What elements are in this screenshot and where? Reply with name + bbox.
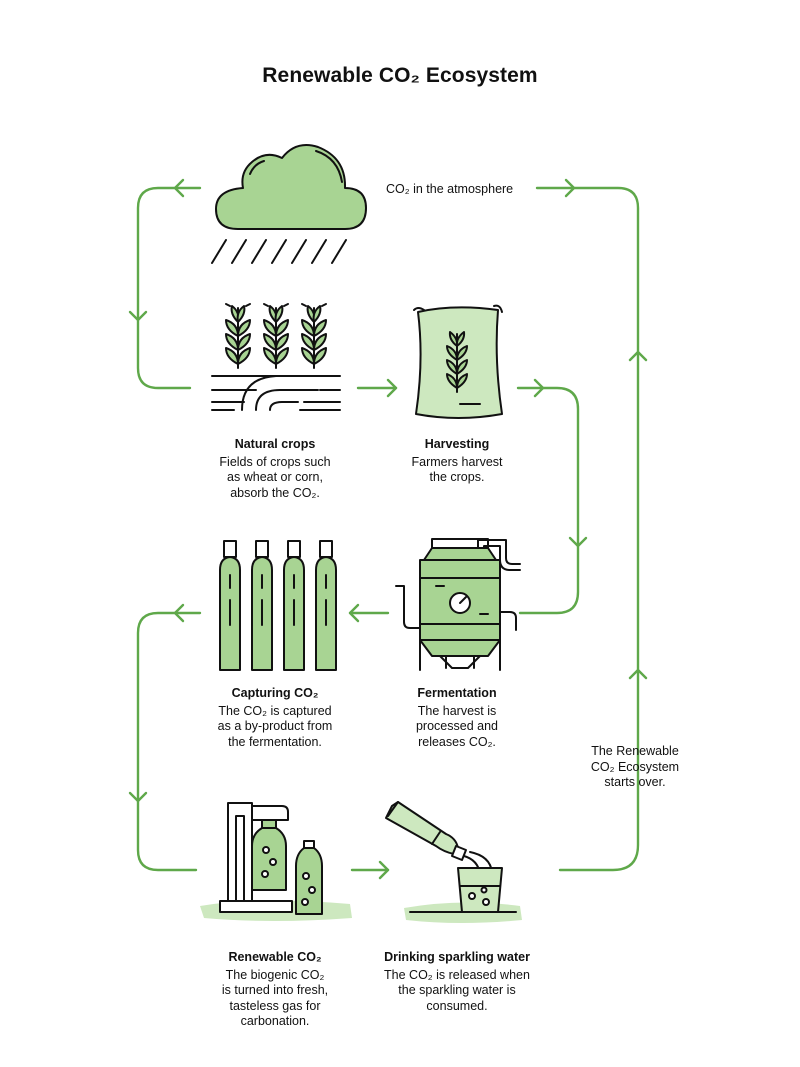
step-renewable: Renewable CO₂ The biogenic CO₂ is turned… — [195, 950, 355, 1030]
loop-chevron-up-1 — [628, 350, 648, 362]
grain-sack-icon — [413, 304, 503, 419]
loop-note: The Renewable CO₂ Ecosystem starts over. — [560, 744, 710, 791]
step-line: the crops. — [429, 470, 485, 484]
step-heading: Drinking sparkling water — [384, 950, 530, 964]
step-fermentation: Fermentation The harvest is processed an… — [377, 686, 537, 750]
step-line: as wheat or corn, — [227, 470, 323, 484]
cloud-rain-icon — [211, 144, 367, 264]
step-capturing: Capturing CO₂ The CO₂ is captured as a b… — [195, 686, 355, 750]
step-line: tasteless gas for — [229, 998, 321, 1013]
pouring-bottle-icon — [385, 801, 522, 923]
step-line: the fermentation. — [228, 734, 322, 749]
step-harvesting: Harvesting Farmers harvest the crops. — [377, 437, 537, 486]
arrow-cloud-to-crops — [136, 186, 202, 390]
loop-note-line: starts over. — [604, 775, 666, 789]
step-line: processed and — [415, 719, 498, 733]
step-line: releases CO₂. — [418, 734, 496, 749]
wheat-field-icon — [211, 303, 341, 411]
step-line: absorb the CO₂. — [230, 485, 320, 500]
step-line: consumed. — [426, 998, 488, 1013]
step-line: as a by-product from — [217, 719, 333, 733]
step-heading: Renewable CO₂ — [228, 950, 322, 964]
step-line: carbonation. — [240, 1014, 310, 1028]
step-line: The CO₂ is captured — [218, 703, 332, 718]
loop-note-line: CO₂ Ecosystem — [590, 759, 680, 774]
arrow-harvest-to-fermentation — [516, 386, 580, 615]
gas-cylinders-icon — [219, 540, 337, 671]
arrow-capturing-to-renewable — [136, 611, 202, 872]
step-line: Fields of crops such — [219, 454, 331, 469]
loop-note-line: The Renewable — [591, 744, 679, 758]
fermentation-tank-icon — [395, 538, 521, 671]
carbonation-machine-icon — [200, 802, 352, 921]
step-heading: Harvesting — [424, 437, 490, 451]
page-title: Renewable CO₂ Ecosystem — [262, 64, 538, 87]
loop-chevron-up-2 — [628, 668, 648, 680]
step-heading: Natural crops — [234, 437, 316, 451]
step-natural-crops: Natural crops Fields of crops such as wh… — [195, 437, 355, 501]
atmosphere-label: CO₂ in the atmosphere — [386, 182, 514, 196]
step-line: is turned into fresh, — [221, 983, 329, 997]
loop-chevron-top — [564, 178, 576, 198]
step-line: The harvest is — [417, 703, 497, 718]
loop-return-arrow — [535, 186, 640, 872]
step-line: Farmers harvest — [411, 454, 503, 469]
step-line: the sparkling water is — [398, 983, 516, 997]
step-heading: Capturing CO₂ — [231, 686, 319, 700]
step-drinking: Drinking sparkling water The CO₂ is rele… — [367, 950, 547, 1014]
step-heading: Fermentation — [417, 686, 497, 700]
step-line: The biogenic CO₂ — [225, 967, 325, 982]
step-line: The CO₂ is released when — [384, 967, 530, 982]
